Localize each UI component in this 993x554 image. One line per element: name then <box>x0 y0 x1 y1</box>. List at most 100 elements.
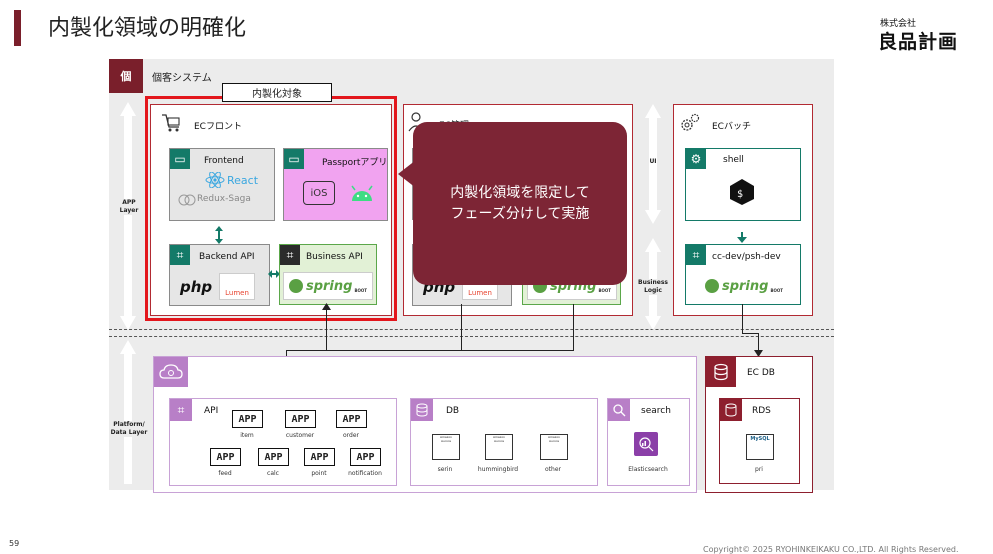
batch-spring-boot-logo: spring BOOT <box>700 274 788 298</box>
ec-db-title: EC DB <box>747 368 775 378</box>
lumen-label: Lumen <box>225 289 249 297</box>
aurora-icon-serin: Amazon Aurora <box>432 434 460 460</box>
redux-saga-label: Redux-Saga <box>197 194 251 204</box>
chip-icon: ⌗ <box>686 245 706 265</box>
frontend-backend-connector <box>215 226 223 244</box>
page-title: 内製化領域の明確化 <box>48 16 247 41</box>
frontend-label: Frontend <box>204 156 244 166</box>
ios-label: iOS <box>303 181 335 205</box>
ec-batch-title: ECバッチ <box>712 122 751 132</box>
platform-layer-arrow <box>120 340 136 484</box>
app-chip-feed: APP <box>210 448 241 466</box>
app-chip-notification: APP <box>350 448 381 466</box>
backend-api-label: Backend API <box>199 252 255 262</box>
callout-text: 内製化領域を限定して フェーズ分けして実施 <box>450 184 590 222</box>
in-house-tag: 内製化対象 <box>222 83 332 102</box>
app-label-order: order <box>343 432 359 439</box>
logo: 良品計画 <box>878 31 959 53</box>
batch-boot-label: BOOT <box>770 288 784 293</box>
gear-icon: ⚙ <box>686 149 706 169</box>
database-icon <box>706 357 736 387</box>
admin-boot-label: BOOT <box>598 288 612 293</box>
admin-lumen-label: Lumen <box>468 289 492 297</box>
db-label-hummingbird: hummingbird <box>477 466 519 473</box>
window-icon: ▭ <box>170 149 190 169</box>
connector-line <box>461 304 462 350</box>
business-logic-label: Business Logic <box>633 279 673 295</box>
redux-saga-icon <box>178 194 196 206</box>
shell-script-icon: $ <box>730 179 754 205</box>
cart-icon <box>162 114 180 132</box>
page-number: 59 <box>9 539 20 548</box>
gears-icon <box>681 113 700 131</box>
app-label-notification: notification <box>348 470 382 477</box>
aurora-icon-other: Amazon Aurora <box>540 434 568 460</box>
title-accent-bar <box>14 10 21 46</box>
app-chip-order: APP <box>336 410 367 428</box>
connector-line <box>286 350 574 351</box>
frontend-box <box>169 148 275 221</box>
elasticsearch-icon <box>634 432 658 456</box>
spring-label: spring <box>305 278 353 294</box>
connector-line <box>758 333 759 355</box>
passport-app-label: Passportアプリ <box>322 158 388 168</box>
backend-business-connector <box>268 270 280 278</box>
app-chip-customer: APP <box>285 410 316 428</box>
spring-boot-logo: spring BOOT <box>283 272 373 300</box>
business-api-label: Business API <box>306 252 363 262</box>
system-label: 個客システム <box>152 73 212 84</box>
connector-line <box>326 304 327 350</box>
app-chip-point: APP <box>304 448 335 466</box>
chip-dark-icon: ⌗ <box>280 245 300 265</box>
spring-power-icon <box>288 279 303 293</box>
react-label: React <box>227 174 259 187</box>
shell-label: shell <box>723 155 744 165</box>
react-icon <box>205 172 225 188</box>
system-badge: 個 <box>109 59 143 93</box>
app-label-feed: feed <box>218 470 232 477</box>
php-label: php <box>180 278 213 296</box>
database-icon <box>411 399 433 421</box>
shell-ccdev-arrow <box>737 232 747 243</box>
app-label-point: point <box>311 470 327 477</box>
search-title: search <box>641 406 671 416</box>
android-icon <box>351 185 373 201</box>
db-title: DB <box>446 406 460 416</box>
platform-layer-label: Platform/ Data Layer <box>109 421 149 437</box>
ui-label: UI <box>649 158 657 165</box>
callout-bubble: 内製化領域を限定して フェーズ分けして実施 <box>413 122 627 285</box>
rds-label-pri: pri <box>755 466 763 473</box>
mysql-icon: MySQL <box>746 434 774 460</box>
app-chip-item: APP <box>232 410 263 428</box>
rds-database-icon <box>720 399 742 421</box>
connector-line <box>573 304 574 350</box>
chip-icon: ⌗ <box>170 245 190 265</box>
spring-power-icon <box>704 279 719 293</box>
arrow-down <box>754 350 763 357</box>
copyright: Copyright© 2025 RYOHINKEIKAKU CO.,LTD. A… <box>703 545 959 554</box>
app-label-customer: customer <box>285 432 315 439</box>
passport-app-box <box>283 148 388 221</box>
arrow-up <box>322 303 331 310</box>
layer-divider-2 <box>109 336 834 337</box>
boot-label: BOOT <box>354 288 368 293</box>
app-chip-calc: APP <box>258 448 289 466</box>
db-label-serin: serin <box>437 466 453 473</box>
connector-line <box>742 304 743 334</box>
chip-icon: ⌗ <box>170 399 192 421</box>
app-label-calc: calc <box>267 470 279 477</box>
svg-text:$: $ <box>737 189 743 200</box>
lumen-logo: Lumen <box>219 273 255 300</box>
mysql-label: MySQL <box>750 436 770 442</box>
app-label-item: item <box>240 432 254 439</box>
ec-front-title: ECフロント <box>194 122 242 132</box>
db-label-other: other <box>545 466 561 473</box>
aurora-icon-hummingbird: Amazon Aurora <box>485 434 513 460</box>
logo-company-type: 株式会社 <box>880 19 917 29</box>
connector-line <box>742 333 758 334</box>
window-icon: ▭ <box>284 149 304 169</box>
layer-divider <box>109 329 834 330</box>
rds-title: RDS <box>752 406 771 416</box>
search-label-elasticsearch: Elasticsearch <box>628 466 668 473</box>
app-layer-label: APP Layer <box>110 199 148 215</box>
